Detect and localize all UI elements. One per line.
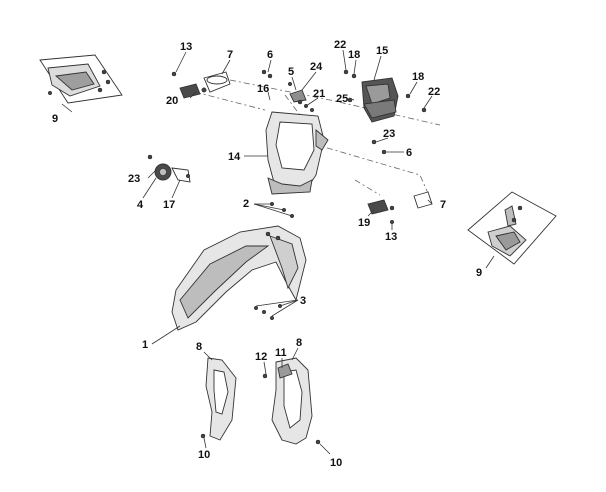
label-17: 17 — [163, 199, 175, 211]
label-1: 1 — [142, 339, 148, 351]
label-6-right: 6 — [406, 147, 412, 159]
label-19: 19 — [358, 217, 370, 229]
callout-labels: 9 13 7 6 5 24 16 20 21 22 18 15 18 22 25… — [52, 39, 482, 469]
fork-guard-right — [262, 357, 321, 445]
label-24: 24 — [310, 61, 323, 73]
label-6-top: 6 — [267, 49, 273, 61]
bracket-left — [203, 71, 231, 93]
label-2: 2 — [243, 198, 249, 210]
label-16: 16 — [257, 83, 269, 95]
hand-guard-right-box — [467, 191, 557, 265]
label-4: 4 — [137, 199, 144, 211]
label-25: 25 — [336, 93, 348, 105]
hand-guard-left-box — [39, 54, 123, 104]
label-23-left: 23 — [128, 173, 140, 185]
label-21: 21 — [313, 88, 325, 100]
label-12: 12 — [255, 351, 267, 363]
label-22-right: 22 — [428, 86, 440, 98]
headlight-unit — [361, 77, 399, 123]
label-5: 5 — [288, 66, 294, 78]
label-8-right: 8 — [296, 337, 302, 349]
small-connector-parts — [287, 81, 315, 113]
front-fender — [171, 225, 307, 331]
label-7-top: 7 — [227, 49, 233, 61]
label-13-right: 13 — [385, 231, 397, 243]
label-23-right: 23 — [383, 128, 395, 140]
label-10-right: 10 — [330, 457, 342, 469]
label-18-right: 18 — [412, 71, 424, 83]
label-9-left: 9 — [52, 113, 58, 125]
label-18-top: 18 — [348, 49, 360, 61]
label-8-left: 8 — [196, 341, 202, 353]
horn-assembly — [147, 154, 191, 183]
label-7-right: 7 — [440, 199, 446, 211]
label-22-top: 22 — [334, 39, 346, 51]
label-9-right: 9 — [476, 267, 482, 279]
turn-signal-left — [179, 83, 207, 99]
assembly-axis-lines — [194, 79, 441, 199]
label-20: 20 — [166, 95, 178, 107]
label-11: 11 — [275, 347, 287, 359]
fork-guard-left — [200, 357, 237, 441]
label-15: 15 — [376, 45, 388, 57]
leader-lines — [61, 49, 495, 455]
fasteners — [171, 69, 427, 321]
label-13-top: 13 — [180, 41, 192, 53]
label-14: 14 — [228, 151, 241, 163]
headlight-mask — [265, 111, 329, 195]
bracket-right — [413, 191, 433, 209]
label-10-left: 10 — [198, 449, 210, 461]
label-3: 3 — [300, 295, 306, 307]
